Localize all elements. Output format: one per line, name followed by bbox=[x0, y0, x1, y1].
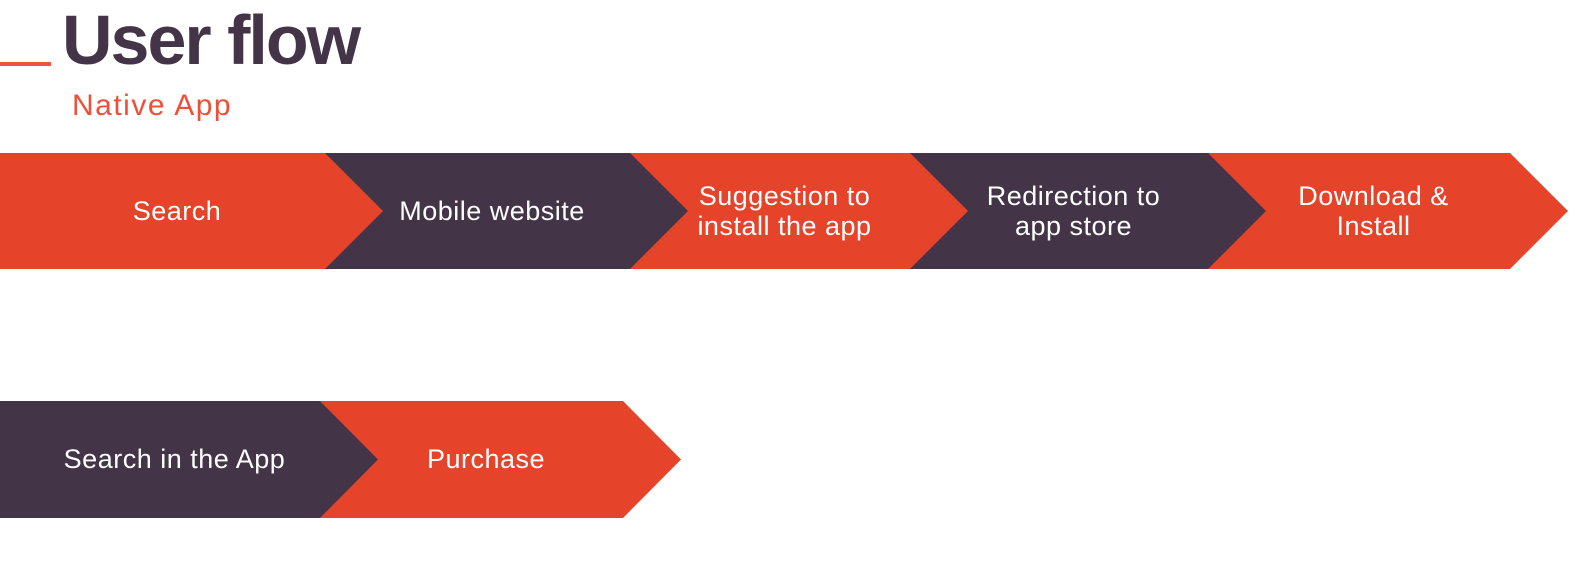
title-accent-line bbox=[0, 62, 51, 66]
flow-step-label: Search in the App bbox=[63, 444, 286, 475]
page-subtitle: Native App bbox=[72, 89, 233, 122]
flow-step-search: Search bbox=[0, 153, 383, 269]
flow-step-search-in-app: Search in the App bbox=[0, 401, 378, 518]
flow-step-label: Suggestion to install the app bbox=[697, 180, 872, 241]
flow-step-mobile-website: Mobile website bbox=[325, 153, 688, 269]
flow-step-download-install: Download & Install bbox=[1208, 153, 1568, 269]
flow-step-label: Redirection to app store bbox=[986, 180, 1161, 241]
flow-step-label: Purchase bbox=[426, 444, 546, 475]
page-title: User flow bbox=[62, 1, 361, 79]
flow-step-label: Download & Install bbox=[1298, 180, 1449, 241]
flow-row-web-to-install: Search Mobile website Suggestion to inst… bbox=[0, 153, 1584, 269]
flow-step-label: Search bbox=[132, 195, 222, 226]
flow-step-redirection-to-app-store: Redirection to app store bbox=[910, 153, 1266, 269]
flow-step-purchase: Purchase bbox=[320, 401, 681, 518]
flow-step-label: Mobile website bbox=[399, 195, 585, 226]
flow-row-in-app: Search in the App Purchase bbox=[0, 401, 1584, 518]
